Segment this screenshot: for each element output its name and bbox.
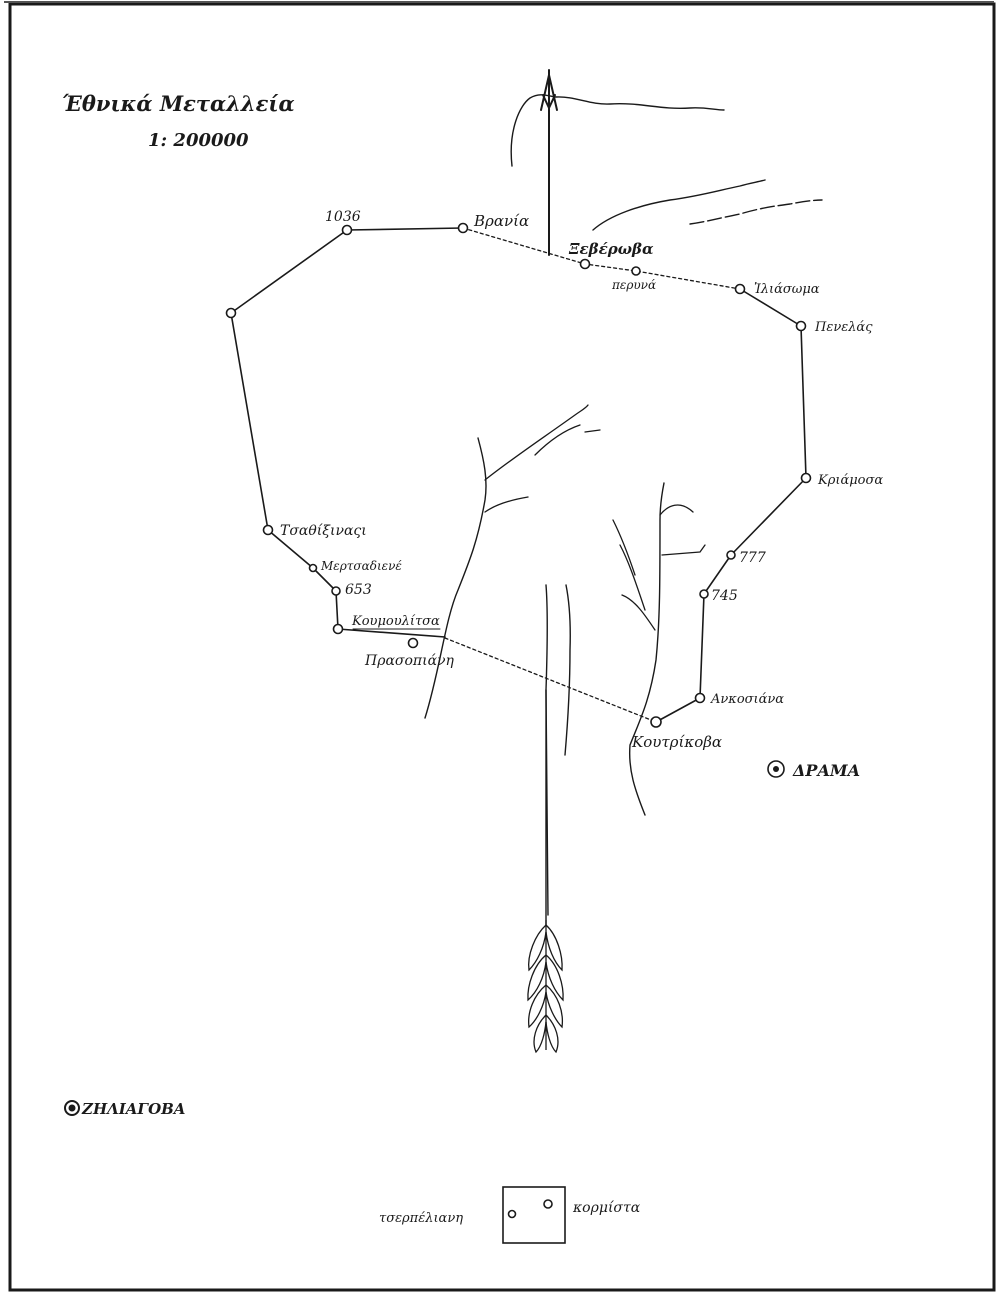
node-tsatirnasi — [262, 524, 274, 536]
label-zelianova: ΖΗΛΙΑΓΟΒΑ — [81, 1100, 185, 1118]
wheat-ear-emblem — [527, 920, 564, 1054]
label-tsatirnasi: Τσαθίξιναςι — [280, 522, 367, 539]
label-iliasoma: Ἰλιάσωμα — [754, 282, 820, 297]
route-south-dashed — [444, 637, 657, 723]
label-prasopiana: Πρασοπιάνη — [364, 653, 455, 669]
node-koymoulitsa — [332, 623, 344, 635]
label-peyna: περυνά — [611, 278, 656, 292]
map-title: Έθνικά Μεταλλεία — [62, 91, 295, 116]
map-scale: 1: 200000 — [148, 130, 249, 151]
node-1036 — [341, 224, 353, 236]
route-north-dashed — [462, 227, 741, 290]
drama-marker-inner — [773, 766, 779, 772]
node-653 — [331, 586, 341, 596]
stream-west — [424, 437, 487, 719]
zelianova-marker-inner — [68, 1104, 76, 1112]
stream-west-branch-c — [484, 496, 529, 513]
north-arrow-head — [540, 74, 558, 111]
stream-east-branch-a — [612, 519, 656, 631]
label-tsarpelianh: τσερπέλιανη — [379, 1211, 463, 1226]
node-anhosiana — [694, 692, 706, 704]
label-koymoulitsa: Κουμουλίτσα — [351, 614, 440, 629]
stream-west-branch-a — [484, 404, 589, 481]
river-line-middle — [592, 179, 766, 231]
node-kriamosa — [800, 472, 812, 484]
node-vrania — [457, 222, 469, 234]
stream-east — [628, 482, 665, 816]
label-exerova: Ξεβέρωβα — [568, 240, 654, 258]
label-koutrikova: Κουτρίκοβα — [631, 733, 722, 751]
node-koutrikova — [650, 716, 662, 728]
node-777 — [726, 550, 736, 560]
label-vrania: Βρανία — [473, 212, 529, 230]
node-tsarpelianh — [507, 1209, 517, 1219]
river-line-top — [510, 94, 725, 167]
route-south-solid — [337, 628, 446, 638]
label-koriotsa: κορμίστα — [572, 1199, 641, 1216]
node-mertsadiene — [308, 563, 318, 573]
stream-east-branch-b — [659, 504, 706, 556]
label-drama: ΔΡΑΜΑ — [792, 761, 860, 780]
label-anhosiana: Ανκοσιάνα — [710, 692, 784, 707]
stream-west-branch-b — [534, 424, 601, 456]
node-exerova — [579, 258, 591, 270]
node-west-corner — [225, 307, 237, 319]
elevation-653: 653 — [345, 582, 372, 598]
river-line-right — [689, 199, 823, 225]
elevation-777: 777 — [739, 550, 766, 566]
label-kriamosa: Κριάμοσα — [817, 473, 883, 488]
node-penelas — [795, 320, 807, 332]
elevation-745: 745 — [711, 588, 738, 604]
inset-box — [502, 1186, 566, 1244]
map-frame — [8, 2, 996, 1292]
node-peyna — [631, 266, 641, 276]
elevation-1036: 1036 — [325, 209, 361, 225]
node-koriotsa — [543, 1199, 553, 1209]
stream-central — [545, 584, 571, 916]
node-iliasoma — [734, 283, 746, 295]
label-penelas: Πενελάς — [814, 320, 873, 335]
node-745 — [699, 589, 709, 599]
label-mertsadiene: Μερτσαδιενέ — [320, 559, 402, 573]
node-prasopiana — [407, 637, 419, 649]
